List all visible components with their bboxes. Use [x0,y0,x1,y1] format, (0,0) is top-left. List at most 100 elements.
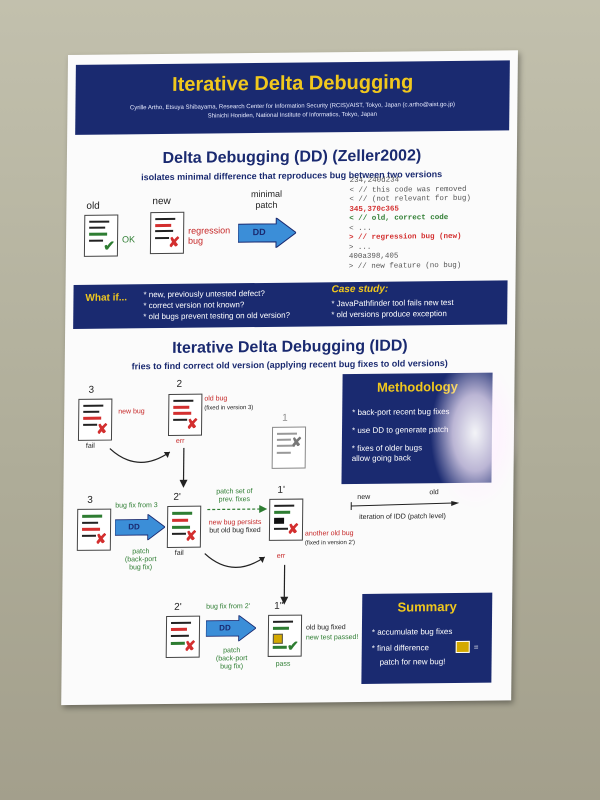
whatif-band: What if... * new, previously untested de… [73,280,508,329]
cross-icon: ✘ [96,420,109,437]
new-bug-persists-line-2: but old bug fixed [209,527,261,535]
patch-backport-2-line-2: (back-port [215,655,248,663]
title-band: Iterative Delta Debugging Cyrille Artho,… [75,60,510,135]
version-1p-label: 1' [277,484,285,496]
method-item-1: * back-port recent bug fixes [352,407,450,418]
code-line-2: < // (not relevant for bug) [349,194,472,205]
version-1pp-label: 1'' [274,600,284,612]
cross-icon: ✘ [287,520,300,537]
down-arrow-icon-2 [280,564,289,605]
whatif-item-3: * old bugs prevent testing on old versio… [143,310,291,322]
version-1-label: 1 [282,412,288,424]
whatif-title: What if... [85,292,128,304]
version-3-doc-2: ✘ [76,508,112,551]
version-3-label: 3 [88,384,95,396]
fail-label-1: fail [85,442,95,450]
cross-icon: ✘ [186,415,199,432]
ok-label: OK [122,234,136,245]
fixed-in-v3-label: (fixed in version 3) [204,405,254,412]
version-2p-doc-2: ✘ [165,615,201,659]
patch-backport-label-2: patch (back-port bug fix) [212,647,252,671]
method-item-2: * use DD to generate patch [351,425,449,436]
patch-set-label: patch set of prev. fixes [207,488,261,505]
diff-code-block: 234,240d234 < // this code was removed <… [349,176,472,272]
patch-backport-line-2: (back-port [124,556,157,564]
idd-subtitle: fries to find correct old version (apply… [131,358,448,372]
method-item-3: * fixes of older bugs [351,443,423,454]
regression-label: regression [188,225,231,236]
patch-backport-2-line-3: bug fix) [220,663,244,671]
minimal-label: minimal [250,188,283,200]
version-2p-doc: ✘ [166,505,202,548]
idd-heading: Iterative Delta Debugging (IDD) [172,337,408,357]
version-1p-doc: ✘ [268,498,304,541]
version-2p-label-2: 2' [174,601,182,613]
curved-arrow-icon-2 [204,553,266,568]
axis-new-label: new [357,493,371,501]
dd-heading: Delta Debugging (DD) (Zeller2002) [162,147,422,168]
dd-arrow-icon-3 [205,615,257,642]
pass-label: pass [275,660,291,668]
axis-arrow-icon [350,501,460,511]
down-arrow-icon [179,447,188,488]
cross-icon: ✘ [95,530,108,547]
dd-arrow-label-3: DD [219,623,231,633]
old-version-doc: ✔ [83,214,119,257]
another-old-bug-label: another old bug [304,530,354,538]
new-bug-label: new bug [118,408,145,416]
case-item-2: * old versions produce exception [331,309,447,320]
version-3-label-2: 3 [87,494,93,506]
old-bug-fixed-label: old bug fixed [305,624,346,632]
cross-icon: ✘ [183,637,196,654]
version-2-doc: ✘ [167,393,203,436]
bug-fix-from-3-label: bug fix from 3 [115,502,158,510]
axis-caption: iteration of IDD (patch level) [359,513,446,521]
whatif-list: * new, previously untested defect? * cor… [143,288,290,323]
poster-title: Iterative Delta Debugging [171,71,414,96]
dd-arrow-icon-2 [114,514,166,541]
fixed-in-v2p-label: (fixed in version 2') [304,540,356,547]
check-icon: ✔ [103,237,116,254]
summary-item-2: * final difference [371,643,430,653]
cross-icon: ✘ [185,527,198,544]
new-version-doc: ✘ [149,211,185,255]
summary-title: Summary [397,598,457,615]
case-study-title: Case study: [331,283,389,296]
axis-old-label: old [429,489,439,497]
code-line-9: > // new feature (no bug) [348,261,462,271]
case-study-list: * JavaPathfinder tool fails new test * o… [331,297,454,320]
method-item-4: allow going back [351,453,411,464]
methodology-box: Methodology * back-port recent bug fixes… [341,372,493,485]
check-icon: ✔ [286,637,299,654]
cross-icon: ✘ [290,434,302,450]
bug-fix-from-2p-label: bug fix from 2' [206,603,250,611]
patch-backport-line-3: bug fix) [129,564,153,572]
version-3-doc: ✘ [77,398,113,441]
methodology-title: Methodology [376,378,458,395]
new-label: new [152,195,171,208]
summary-item-3: patch for new bug! [379,657,446,667]
dd-arrow-label-2: DD [128,522,140,532]
summary-equals: = [473,642,479,652]
summary-box: Summary * accumulate bug fixes * final d… [361,592,493,684]
cross-icon: ✘ [168,233,181,250]
version-2-label: 2 [176,378,183,390]
old-bug-label: old bug [204,395,228,403]
right-arrow-icon [207,505,268,514]
fail-label-2: fail [174,549,184,557]
dd-arrow-label: DD [252,226,266,238]
bug-label: bug [187,235,204,246]
code-line-6: > // regression bug (new) [348,232,462,243]
patch-backport-label: patch (back-port bug fix) [121,548,161,572]
version-1pp-doc: ✔ [267,614,303,657]
old-label: old [86,200,100,212]
summary-item-1: * accumulate bug fixes [371,627,453,637]
new-test-passed-label: new test passed! [305,633,359,642]
new-bug-persists-label: new bug persists but old bug fixed [203,519,267,536]
patch-label: patch [255,199,278,211]
dd-arrow-icon [237,217,297,249]
poster: Iterative Delta Debugging Cyrille Artho,… [61,50,518,706]
err-label-2: err [276,552,286,560]
curved-arrow-icon [109,448,171,463]
version-2p-label: 2' [173,491,181,503]
